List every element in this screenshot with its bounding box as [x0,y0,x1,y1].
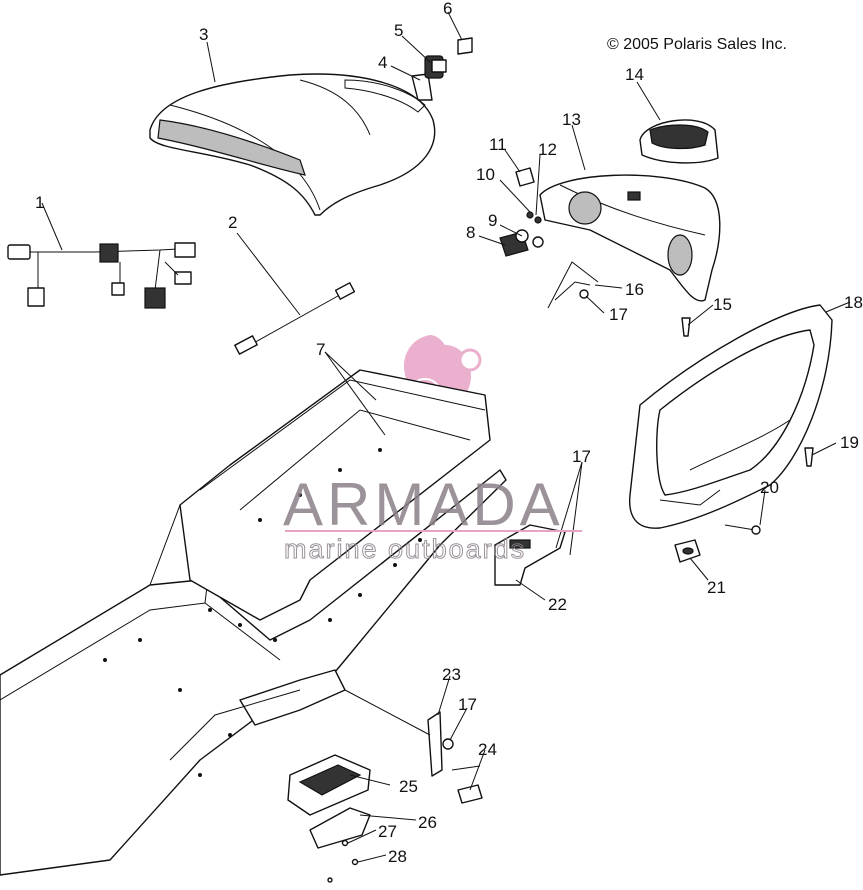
part-4-6-latch [411,37,473,101]
part-2-cable [234,282,356,355]
part-20-21-fasteners [674,524,761,563]
copyright-notice: © 2005 Polaris Sales Inc. [607,36,787,53]
callout-15: 15 [713,295,732,314]
callout-12: 12 [538,140,557,159]
callout-3: 3 [199,25,208,44]
callout-14: 14 [625,65,644,84]
callout-28: 28 [388,847,407,866]
chassis-tunnel [0,369,507,876]
callout-13: 13 [562,110,581,129]
leader-lines [41,11,851,863]
callout-9: 9 [488,211,497,230]
callout-16: 16 [625,280,644,299]
callout-6: 6 [443,0,452,18]
part-3-seat-cover [149,73,436,216]
callout-17b: 17 [572,447,591,466]
callout-24: 24 [478,740,497,759]
callout-23: 23 [442,665,461,684]
callout-labels: 1 2 3 4 5 6 7 8 9 10 11 12 13 14 15 16 1… [35,0,863,866]
callout-19: 19 [840,433,859,452]
part-1-wiring-harness [7,242,196,309]
callout-26: 26 [418,813,437,832]
callout-22: 22 [548,595,567,614]
callout-5: 5 [394,21,403,40]
watermark-tagline: marine outboards [284,534,526,564]
callout-25: 25 [399,777,418,796]
part-13-rear-housing [539,174,721,302]
part-23-28-footrest [287,711,483,883]
callout-8: 8 [466,223,475,242]
callout-11: 11 [489,135,507,154]
callout-1: 1 [35,193,44,212]
callout-17a: 17 [609,305,628,324]
callout-20: 20 [760,478,779,497]
callout-21: 21 [707,578,726,597]
callout-17c: 17 [458,695,477,714]
part-14-light-lens [639,119,719,164]
callout-7: 7 [316,340,325,359]
chassis-holes [103,448,422,777]
callout-2: 2 [228,213,237,232]
small-hardware-group [499,167,814,467]
watermark-brand: ARMADA [283,471,564,538]
part-18-side-panel [628,304,833,529]
callout-4: 4 [378,53,387,72]
part-22-bracket [494,524,566,586]
callout-27: 27 [378,822,397,841]
callout-18: 18 [844,293,863,312]
callout-10: 10 [476,165,495,184]
